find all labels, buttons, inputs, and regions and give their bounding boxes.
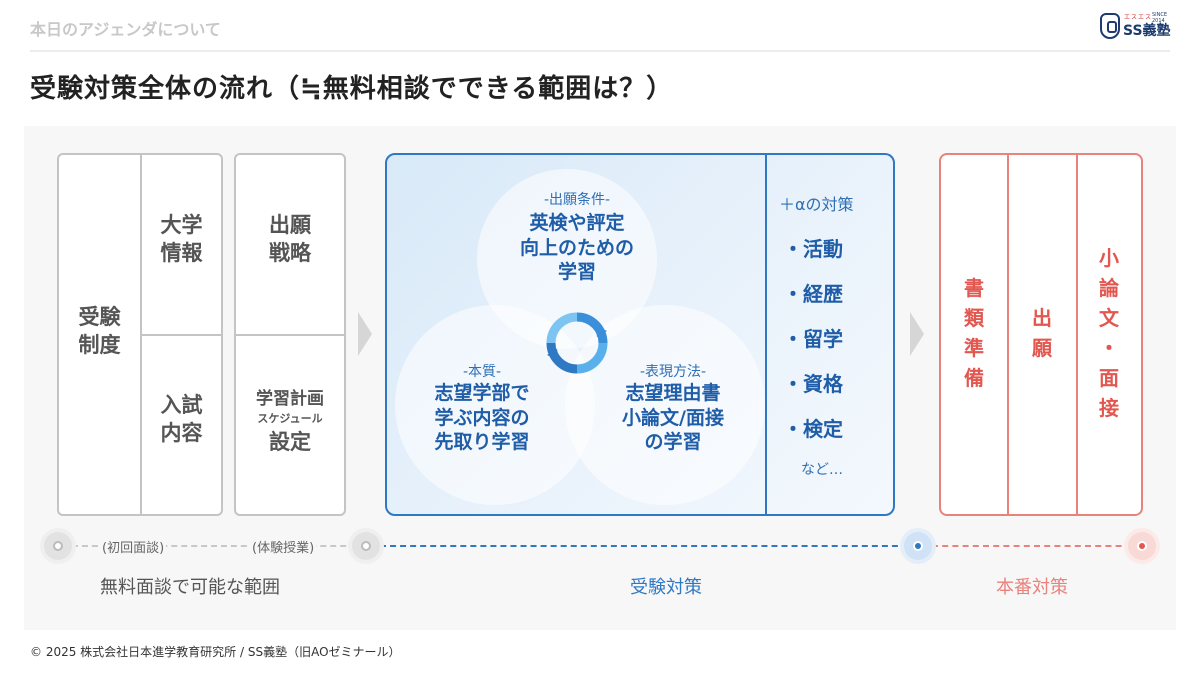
timeline-free bbox=[72, 545, 366, 547]
exam-prep-box: -出願条件- 英検や評定 向上のための 学習 -本質- 志望学部で 学ぶ内容の … bbox=[385, 153, 895, 516]
alpha-head: ＋αの対策 bbox=[779, 195, 854, 214]
label-univ-info: 大学 情報 bbox=[160, 213, 203, 266]
ss-gijuku-logo: エスエス SINCE 2014 SS義塾 bbox=[1100, 10, 1178, 42]
label-study-plan: 学習計画 bbox=[256, 389, 324, 409]
label-exam-system: 受験 制度 bbox=[78, 305, 121, 358]
alpha-item: ・検定 bbox=[783, 417, 843, 441]
label-exam-prep: 受験対策 bbox=[630, 577, 702, 598]
divider bbox=[765, 155, 767, 514]
divider bbox=[1007, 155, 1009, 514]
alpha-item: ・資格 bbox=[783, 372, 843, 396]
venn-circle-left bbox=[395, 305, 595, 505]
label-document-prep: 書 類 準 備 bbox=[964, 276, 984, 390]
expression-body: 志望理由書 小論文/面接 の学習 bbox=[622, 382, 724, 454]
essence-body: 志望学部で 学ぶ内容の 先取り学習 bbox=[434, 382, 530, 454]
label-application-strategy: 出願 戦略 bbox=[269, 213, 311, 266]
page-title: 受験対策全体の流れ（≒無料相談でできる範囲は？） bbox=[30, 74, 674, 104]
alpha-item: ・留学 bbox=[783, 327, 843, 351]
label-setting: 設定 bbox=[269, 430, 311, 454]
label-schedule: スケジュール bbox=[257, 412, 323, 425]
divider bbox=[1076, 155, 1078, 514]
timeline-dot bbox=[44, 532, 72, 560]
alpha-item: ・活動 bbox=[783, 237, 843, 261]
logo-kana: エスエス bbox=[1124, 14, 1153, 21]
logo-mark-icon bbox=[1100, 13, 1120, 39]
label-application: 出 願 bbox=[1032, 306, 1052, 360]
chevron-right-icon bbox=[910, 312, 924, 356]
essence-head: -本質- bbox=[462, 364, 502, 380]
logo-name: SS義塾 bbox=[1123, 23, 1171, 39]
label-exam-content: 入試 内容 bbox=[160, 393, 203, 446]
free-scope-box-1: 受験 制度 大学 情報 入試 内容 bbox=[57, 153, 223, 516]
label-final-prep: 本番対策 bbox=[996, 577, 1068, 598]
logo-since: SINCE 2014 bbox=[1152, 12, 1168, 24]
label-essay-interview: 小 論 文 ・ 面 接 bbox=[1099, 246, 1119, 420]
condition-head: -出願条件- bbox=[543, 192, 611, 208]
cycle-icon bbox=[546, 312, 608, 374]
first-meeting-label: (初回面談) bbox=[100, 537, 167, 556]
expression-head: -表現方法- bbox=[639, 364, 707, 380]
chevron-right-icon bbox=[358, 312, 372, 356]
trial-lesson-label: (体験授業) bbox=[250, 537, 317, 556]
free-scope-box-2: 出願 戦略 学習計画 スケジュール 設定 bbox=[234, 153, 346, 516]
timeline-dot bbox=[352, 532, 380, 560]
header-divider bbox=[30, 50, 1170, 52]
alpha-etc: など… bbox=[801, 462, 843, 478]
divider bbox=[236, 334, 344, 336]
footer-copyright: © 2025 株式会社日本進学教育研究所 / SS義塾（旧AOゼミナール） bbox=[30, 645, 401, 659]
label-free-scope: 無料面談で可能な範囲 bbox=[100, 577, 280, 598]
divider bbox=[140, 334, 221, 336]
condition-body: 英検や評定 向上のための 学習 bbox=[519, 212, 634, 284]
timeline-dot bbox=[904, 532, 932, 560]
final-prep-box: 書 類 準 備 出 願 小 論 文 ・ 面 接 bbox=[939, 153, 1143, 516]
section-title: 本日のアジェンダについて bbox=[30, 20, 221, 39]
timeline-exam bbox=[380, 545, 918, 547]
timeline-final bbox=[932, 545, 1142, 547]
alpha-item: ・経歴 bbox=[783, 282, 843, 306]
timeline-dot bbox=[1128, 532, 1156, 560]
